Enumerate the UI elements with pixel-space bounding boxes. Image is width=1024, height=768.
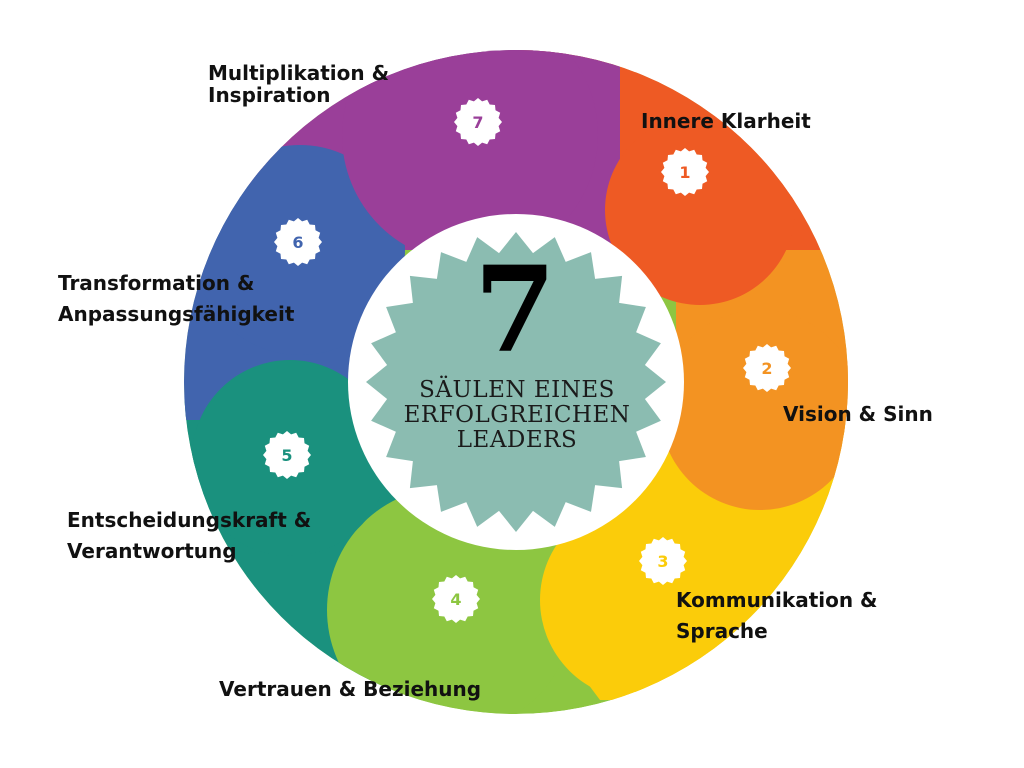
pillar-2-label-line: Vision & Sinn xyxy=(783,402,933,426)
pillar-6-label-line: Anpassungsfähigkeit xyxy=(58,302,295,326)
pillar-3-label-line: Kommunikation & xyxy=(676,588,878,612)
pillar-6-label: Transformation & Anpassungsfähigkeit xyxy=(58,268,294,330)
pillar-4-number-badge: 4 xyxy=(432,575,480,623)
pillar-1-label-line: Innere Klarheit xyxy=(641,109,811,133)
pillar-2-label: Vision & Sinn xyxy=(783,403,933,425)
badge-starburst xyxy=(639,537,687,585)
badge-number: 1 xyxy=(679,163,690,182)
badge-number: 6 xyxy=(292,233,303,252)
pillar-4-label-line: Vertrauen & Beziehung xyxy=(219,677,482,701)
pillar-3-label-line: Sprache xyxy=(676,619,768,643)
badge-starburst xyxy=(263,431,311,479)
center-title-line: LEADERS xyxy=(456,427,578,453)
badge-number: 2 xyxy=(761,359,772,378)
badge-starburst xyxy=(661,148,709,196)
pillar-7-label-line: Multiplikation & xyxy=(208,61,390,85)
badge-starburst xyxy=(743,344,791,392)
center-title-line: SÄULEN EINES xyxy=(419,377,615,403)
badge-number: 5 xyxy=(281,446,292,465)
pillar-5-label: Entscheidungskraft & Verantwortung xyxy=(67,505,311,567)
pillar-5-label-line: Entscheidungskraft & xyxy=(67,508,312,532)
pillar-5-label-line: Verantwortung xyxy=(67,539,237,563)
badge-starburst xyxy=(432,575,480,623)
center-title-line: ERFOLGREICHEN xyxy=(403,402,631,428)
pillar-6-label-line: Transformation & xyxy=(58,271,255,295)
center-title: SÄULEN EINES ERFOLGREICHEN LEADERS xyxy=(392,378,642,453)
pillar-7-number-badge: 7 xyxy=(454,98,502,146)
pillar-2-lobe xyxy=(660,310,848,510)
pillar-6-number-badge: 6 xyxy=(274,218,322,266)
badge-number: 7 xyxy=(472,113,483,132)
pillar-1-lobe xyxy=(605,115,795,305)
pillar-4-label: Vertrauen & Beziehung xyxy=(219,678,481,700)
badge-starburst xyxy=(454,98,502,146)
pillar-3-label: Kommunikation & Sprache xyxy=(676,585,878,647)
badge-starburst xyxy=(274,218,322,266)
center-number: 7 xyxy=(473,240,557,379)
pillar-1-label: Innere Klarheit xyxy=(641,110,811,132)
pillar-3-number-badge: 3 xyxy=(639,537,687,585)
pillar-7-label: Multiplikation & Inspiration xyxy=(208,62,389,106)
pillar-7-label-line: Inspiration xyxy=(208,83,331,107)
pillar-1-number-badge: 1 xyxy=(661,148,709,196)
badge-number: 3 xyxy=(657,552,668,571)
pillar-3-lobe xyxy=(540,500,740,700)
pillar-2-number-badge: 2 xyxy=(743,344,791,392)
badge-number: 4 xyxy=(450,590,461,609)
center-starburst-badge xyxy=(366,232,666,532)
pillar-5-number-badge: 5 xyxy=(263,431,311,479)
